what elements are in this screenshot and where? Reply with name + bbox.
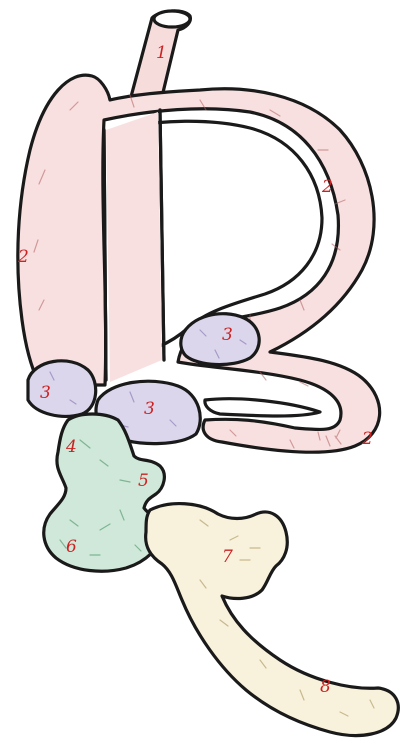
label-segment-3-middle: 3 [144, 399, 155, 419]
label-segment-4: 4 [65, 437, 77, 457]
segment-7-8 [146, 504, 399, 736]
label-segment-2-left: 2 [17, 247, 29, 267]
label-segment-6: 6 [66, 537, 77, 557]
label-segment-7: 7 [222, 547, 233, 567]
label-segment-2-bottom-right: 2 [361, 429, 373, 449]
label-segment-8: 8 [320, 677, 331, 697]
label-segment-3-upper: 3 [222, 325, 233, 345]
label-segment-5: 5 [138, 471, 149, 491]
label-segment-2-top-right: 2 [321, 177, 333, 197]
label-segment-3-left: 3 [40, 383, 51, 403]
label-segment-1: 1 [156, 43, 167, 63]
